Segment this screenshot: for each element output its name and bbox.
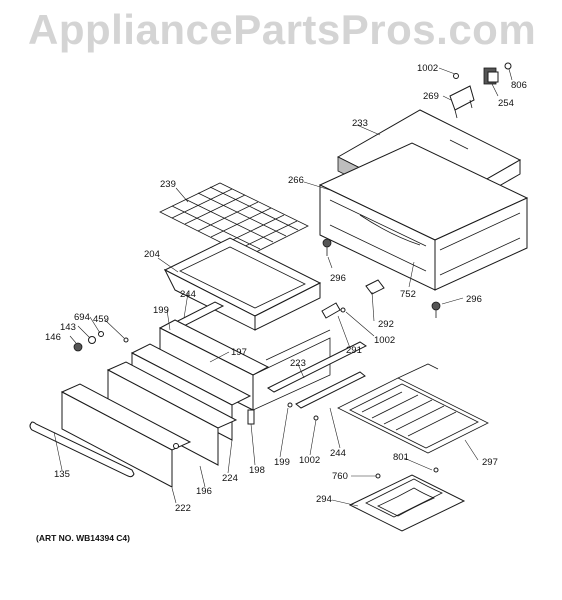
part-1002-screw-mid[interactable] xyxy=(340,307,346,313)
callout-806: 806 xyxy=(511,80,527,91)
callout-239: 239 xyxy=(160,179,176,190)
part-801-screw[interactable] xyxy=(433,467,439,473)
part-198-stop[interactable] xyxy=(247,409,255,425)
callout-296: 296 xyxy=(466,294,482,305)
part-223-rail[interactable] xyxy=(267,341,367,393)
callout-233: 233 xyxy=(352,118,368,129)
part-752-clip[interactable] xyxy=(365,279,385,295)
callout-244: 244 xyxy=(330,448,346,459)
callout-269: 269 xyxy=(423,91,439,102)
callout-204: 204 xyxy=(144,249,160,260)
callout-694: 694 xyxy=(74,312,90,323)
part-1002-screw-low[interactable] xyxy=(313,415,319,421)
callout-1002: 1002 xyxy=(374,335,395,346)
callout-labels: 1002 806 269 254 233 239 266 204 296 752… xyxy=(45,63,527,514)
callout-223: 223 xyxy=(290,358,306,369)
part-143-spring[interactable] xyxy=(88,336,96,344)
callout-752: 752 xyxy=(400,289,416,300)
part-806-screw[interactable] xyxy=(504,62,512,70)
callout-801: 801 xyxy=(393,452,409,463)
watermark: AppliancePartsPros.com xyxy=(28,6,537,53)
callout-297: 297 xyxy=(482,457,498,468)
callout-1002: 1002 xyxy=(417,63,438,74)
part-1002-screw-top[interactable] xyxy=(453,73,459,79)
callout-197: 197 xyxy=(231,347,247,358)
callout-196: 196 xyxy=(196,486,212,497)
callout-198: 198 xyxy=(249,465,265,476)
part-239-rack[interactable] xyxy=(159,182,309,257)
part-760-screw[interactable] xyxy=(375,473,381,479)
callout-296: 296 xyxy=(330,273,346,284)
callout-244: 244 xyxy=(180,289,196,300)
part-204-pan[interactable] xyxy=(163,237,322,331)
part-224-liner[interactable] xyxy=(106,361,238,466)
part-135-handle[interactable] xyxy=(29,421,135,478)
callout-760: 760 xyxy=(332,471,348,482)
part-146-knob[interactable] xyxy=(73,342,83,352)
art-number: (ART NO. WB14394 C4) xyxy=(36,533,130,543)
part-459-screw[interactable] xyxy=(123,337,129,343)
callout-224: 224 xyxy=(222,473,238,484)
callout-291: 291 xyxy=(346,345,362,356)
callout-459: 459 xyxy=(93,314,109,325)
part-296-screw-left[interactable] xyxy=(322,238,332,256)
callout-222: 222 xyxy=(175,503,191,514)
callout-266: 266 xyxy=(288,175,304,186)
part-269-bracket[interactable] xyxy=(449,85,475,119)
callout-199: 199 xyxy=(274,457,290,468)
part-199-clip[interactable] xyxy=(287,402,293,408)
part-254-switch[interactable] xyxy=(483,67,499,85)
part-291-bracket[interactable] xyxy=(321,302,341,319)
callout-1002: 1002 xyxy=(299,455,320,466)
part-196-door-panel[interactable] xyxy=(60,383,192,488)
callout-292: 292 xyxy=(378,319,394,330)
part-296-screw-right[interactable] xyxy=(431,301,441,318)
part-297-bake-element[interactable] xyxy=(337,363,489,454)
part-294-broil-element[interactable] xyxy=(348,474,466,532)
callout-146: 146 xyxy=(45,332,61,343)
callout-199: 199 xyxy=(153,305,169,316)
part-244-rail-right[interactable] xyxy=(295,371,366,409)
callout-135: 135 xyxy=(54,469,70,480)
callout-254: 254 xyxy=(498,98,514,109)
leader-lines xyxy=(53,67,513,507)
callout-294: 294 xyxy=(316,494,332,505)
part-266-housing[interactable] xyxy=(318,142,529,291)
callout-143: 143 xyxy=(60,322,76,333)
